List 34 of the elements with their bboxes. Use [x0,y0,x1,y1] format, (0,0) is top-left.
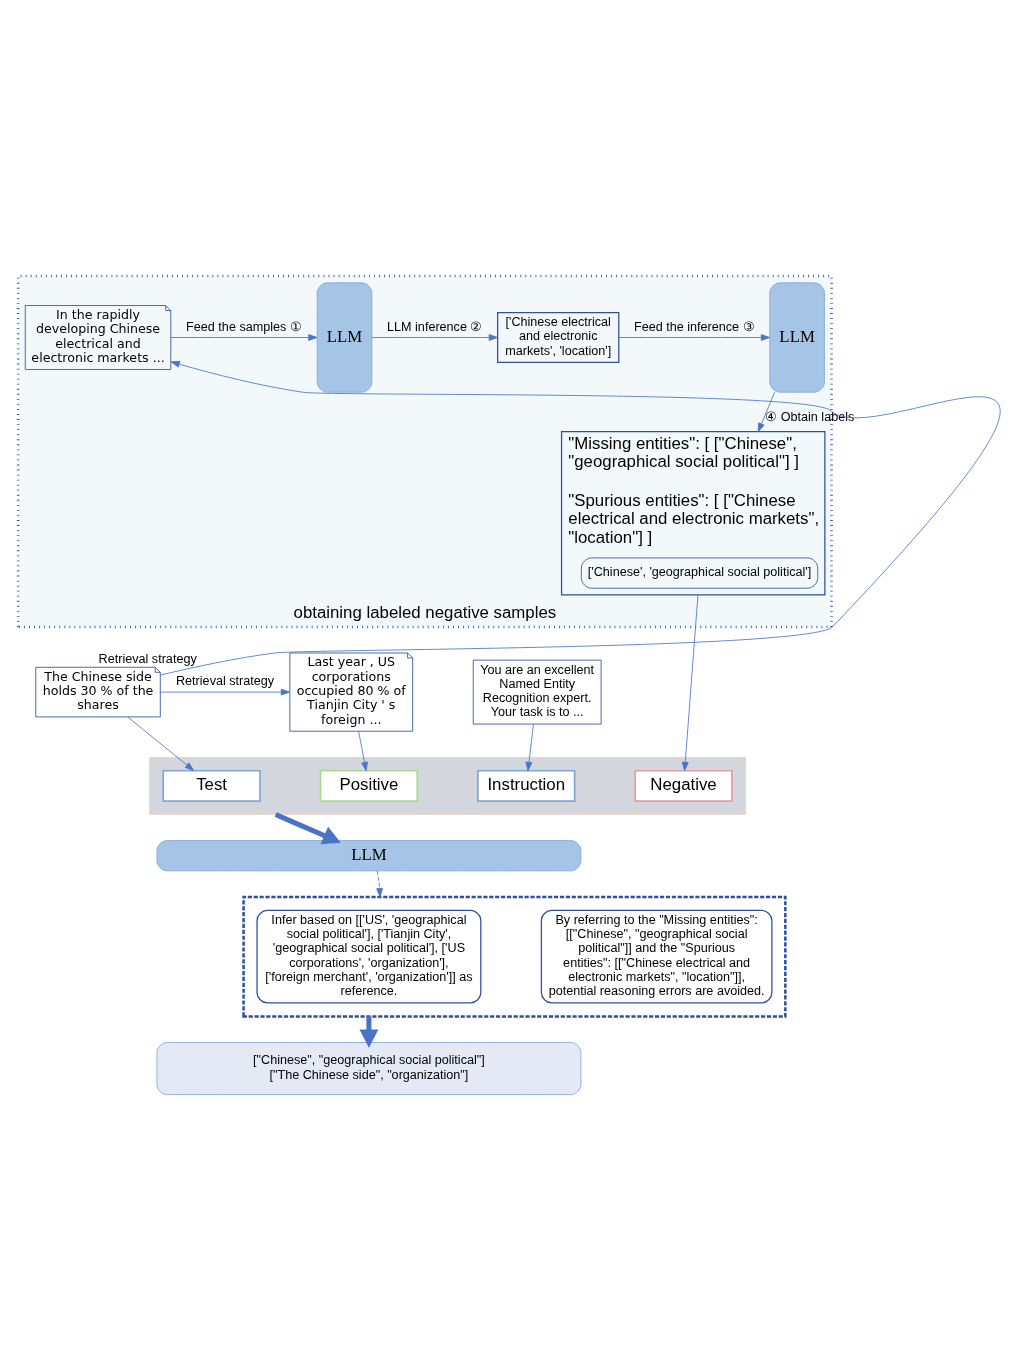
node-box: ["Chinese", "geographical social political"] ["The Chinese side", "organization"] [156,1042,582,1096]
arrow [371,334,499,341]
cluster [148,756,747,815]
edge-label: Retrieval strategy [176,674,275,689]
arrow [376,870,383,898]
node-box: Positive [319,769,419,802]
node-box: ['Chinese electrical and electronic markets', 'location'] [497,312,620,363]
edge-label: ④ Obtain labels [765,409,855,424]
node-box: LLM [316,282,373,393]
node-box: By referring to the "Missing entities": [["Chinese", "geographical social political"]] and the "Spurious entities": [["Chinese electrical and electronic markets", "location"]], potential reasoning errors are avoided. [540,909,773,1004]
arrow [359,1016,379,1048]
arrow [127,716,195,771]
node-box: ['Chinese', 'geographical social political'] [580,557,819,589]
node-box: Instruction [477,769,576,802]
arrow [618,334,771,341]
node-box: Test [162,769,261,802]
arrow [160,360,1001,676]
arrow [159,688,291,696]
edge-label: LLM inference ② [387,319,483,334]
arrow [358,731,368,772]
arrow [170,334,318,341]
arrow [274,812,341,845]
edge-label: Feed the inference ③ [633,319,755,334]
node-box: LLM [769,282,825,393]
arrow [757,391,776,433]
arrow [525,723,534,772]
node-box: LLM [156,840,582,872]
edge-label: Retrieval strategy [98,651,197,666]
node-box: Infer based on [['US', 'geographical social political'], ['Tianjin City', 'geographical social political'], ['US corporations', 'organization'], ['foreign merchant', 'organization']] as reference. [256,909,482,1004]
cluster [242,895,787,1018]
node-box: You are an excellent Named Entity Recognition expert. Your task is to ... [472,659,602,725]
node-box: Negative [634,769,733,802]
edge-label: Feed the samples ① [186,319,302,334]
arrow [681,594,699,772]
